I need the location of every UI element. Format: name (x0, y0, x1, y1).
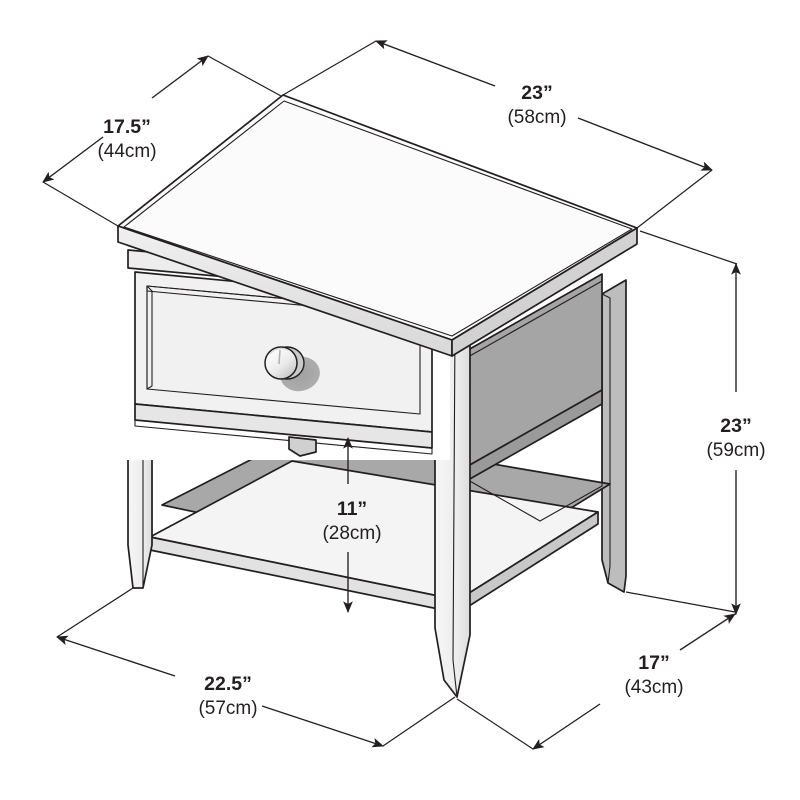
table-top (117, 94, 638, 357)
label-base-depth-cm: (43cm) (624, 677, 683, 698)
right-leg (601, 279, 627, 593)
dimension-base-width (56, 635, 384, 748)
dimension-base-depth (532, 613, 736, 750)
label-top-depth-inches: 17.5” (103, 116, 151, 138)
label-base-width-cm: (57cm) (198, 698, 257, 719)
label-top-width-cm: (58cm) (507, 107, 566, 128)
drawer-knob (264, 346, 320, 392)
label-overall-height-inches: 23” (720, 415, 751, 437)
label-shelf-clearance-cm: (28cm) (322, 523, 381, 544)
dimension-top-depth (42, 55, 209, 183)
extension-lines (42, 40, 738, 750)
label-top-width-inches: 23” (521, 82, 552, 104)
label-top-depth-cm: (44cm) (97, 141, 156, 162)
label-base-depth-inches: 17” (638, 652, 669, 674)
dimension-labels: 17.5” (44cm) 23” (58cm) 23” (59cm) 11” (… (97, 82, 765, 719)
label-base-width-inches: 22.5” (204, 673, 252, 695)
lower-shelf (149, 431, 611, 614)
label-overall-height-cm: (59cm) (706, 440, 765, 461)
dimension-top-width (375, 40, 713, 171)
label-shelf-clearance-inches: 11” (337, 498, 367, 520)
